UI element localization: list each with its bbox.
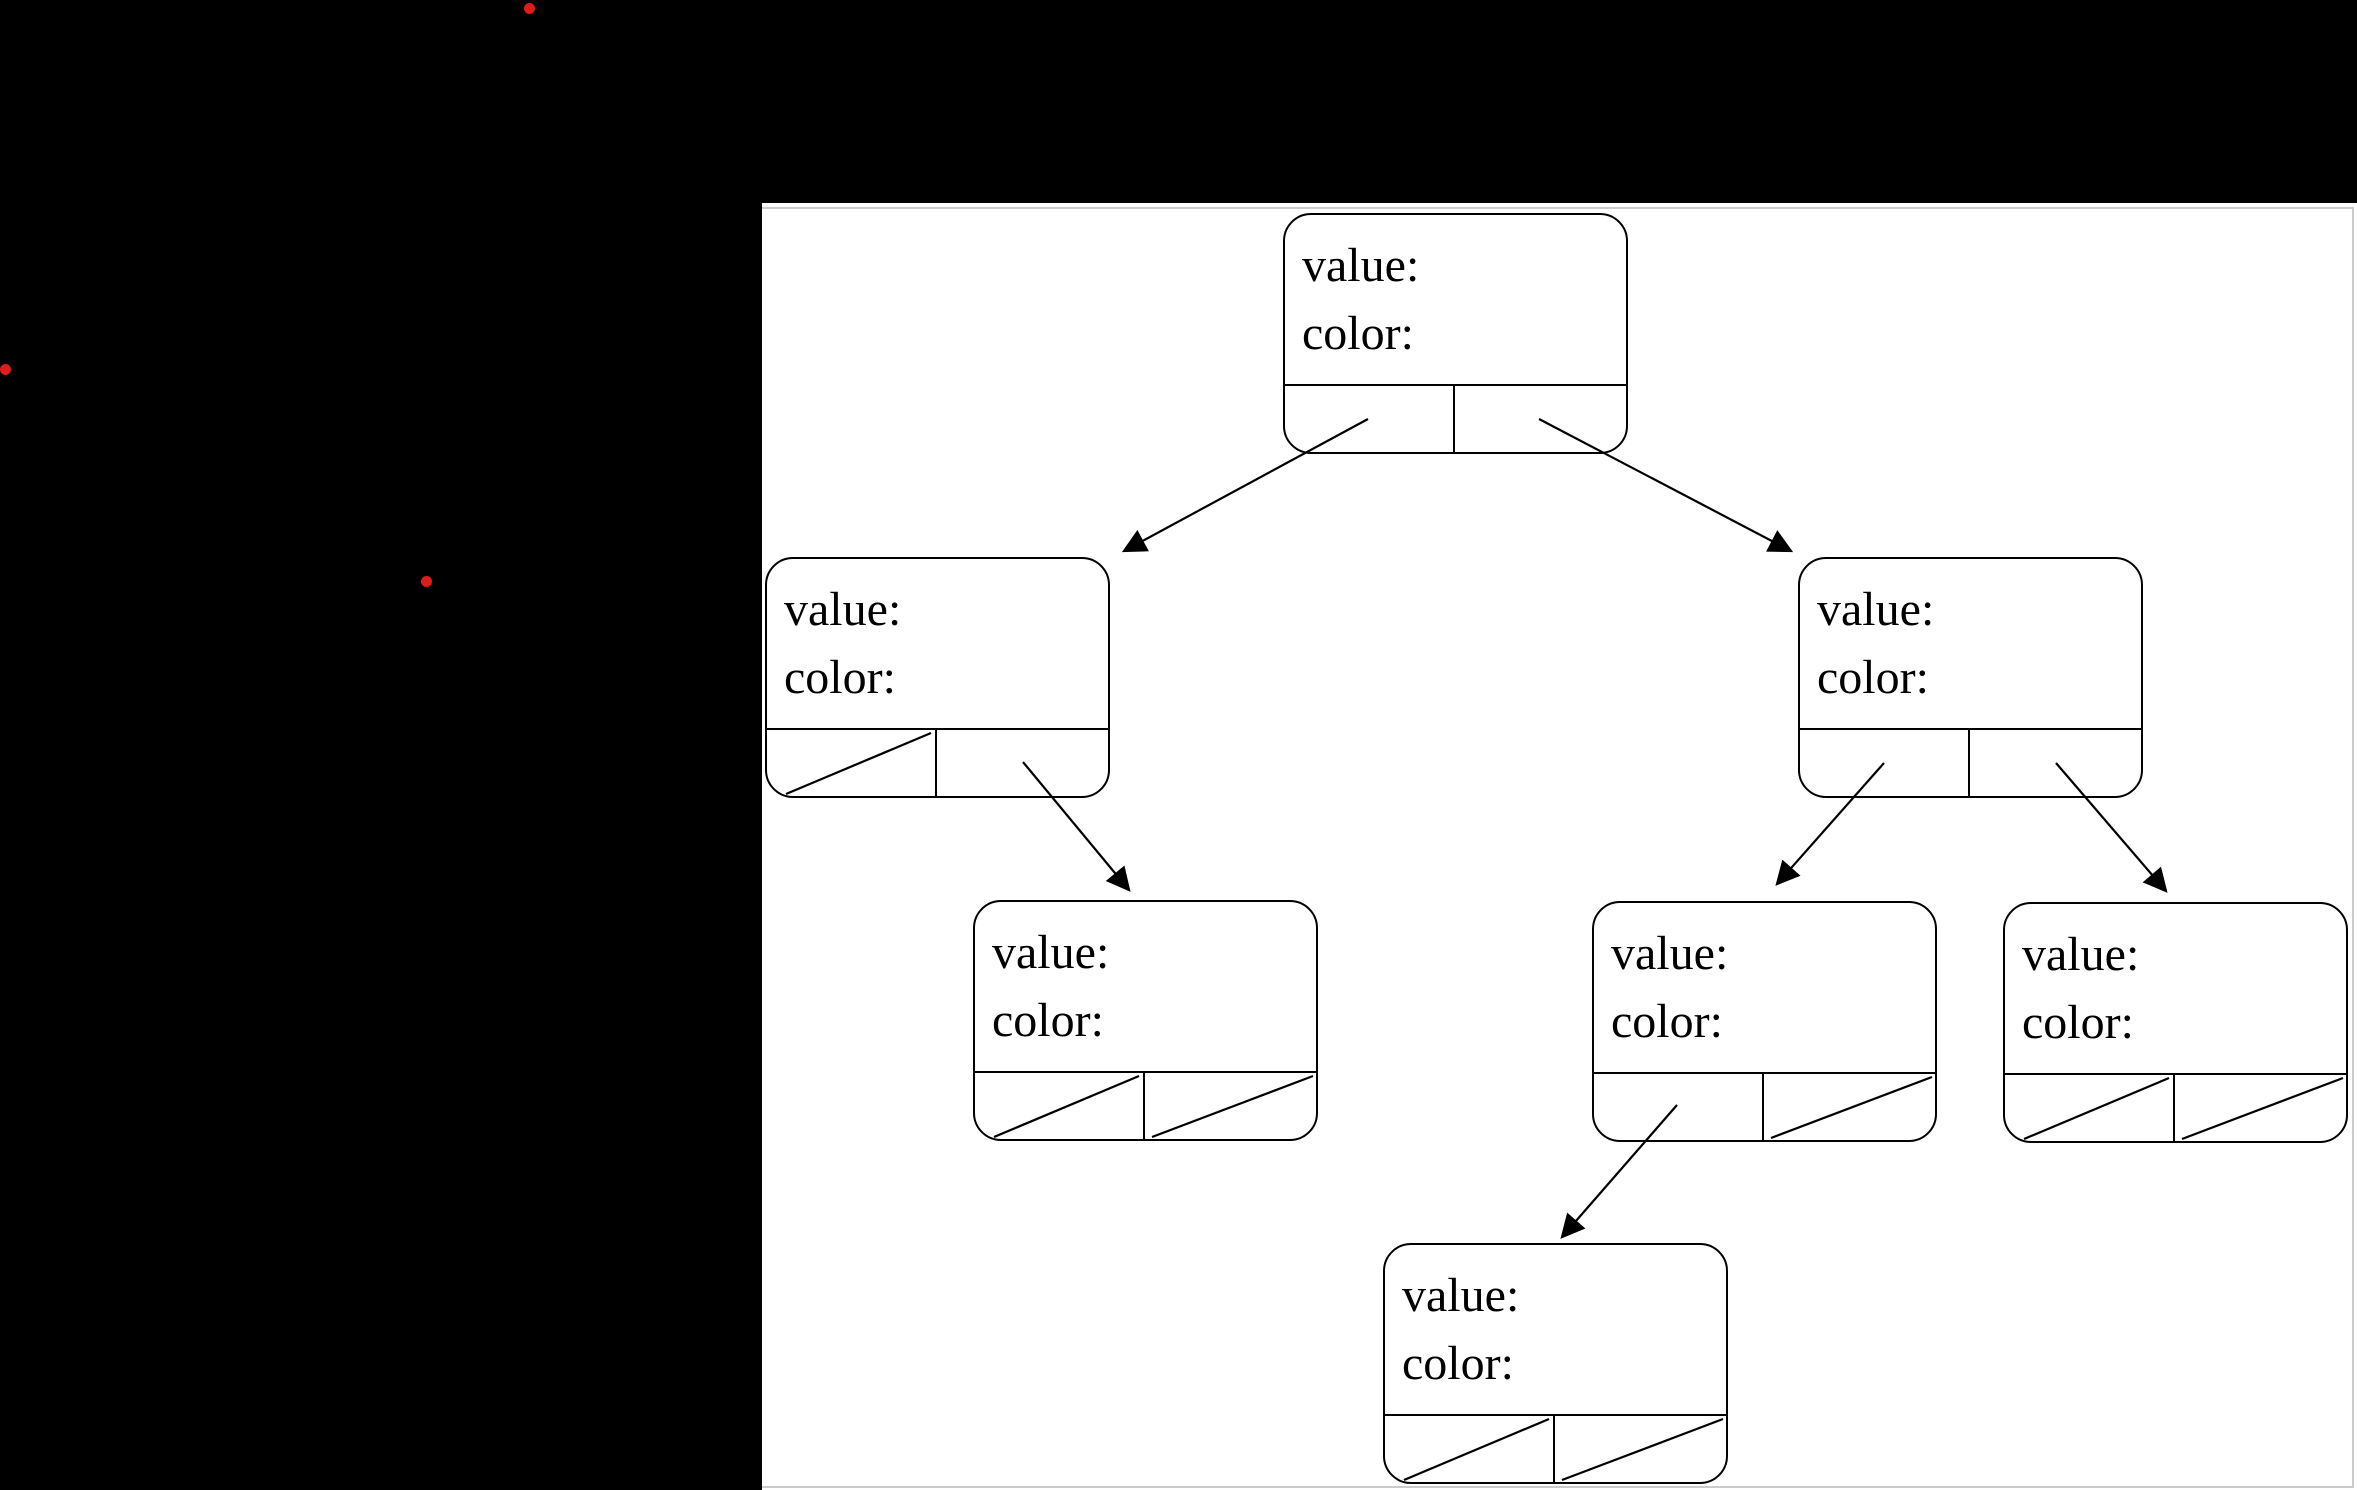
value-field-label: value: <box>1302 239 1420 292</box>
panel-border <box>762 207 2354 1488</box>
node-fields: value: color: <box>1302 232 1419 368</box>
red-marker-dot <box>0 364 11 375</box>
value-field-label: value: <box>992 926 1110 979</box>
color-field-label: color: <box>992 994 1104 1047</box>
pointer-cell-divider <box>935 728 938 796</box>
value-field-label: value: <box>784 583 902 636</box>
value-field-label: value: <box>1817 583 1935 636</box>
pointer-section-divider <box>767 728 1108 731</box>
color-field-label: color: <box>2022 996 2134 1049</box>
color-field-label: color: <box>784 651 896 704</box>
pointer-section-divider <box>1800 728 2141 731</box>
pointer-section-divider <box>1385 1414 1726 1417</box>
tree-node-right: value: color: <box>1798 557 2143 798</box>
color-field-label: color: <box>1817 651 1929 704</box>
pointer-section-divider <box>975 1071 1316 1074</box>
node-fields: value: color: <box>1817 576 1934 712</box>
tree-node-left: value: color: <box>765 557 1110 798</box>
pointer-section-divider <box>1285 384 1626 387</box>
value-field-label: value: <box>1402 1269 1520 1322</box>
tree-node-right-left: value: color: <box>1592 901 1937 1142</box>
pointer-cell-divider <box>1143 1071 1146 1139</box>
pointer-cell-divider <box>1762 1072 1765 1140</box>
value-field-label: value: <box>1611 927 1729 980</box>
pointer-cell-divider <box>2173 1073 2176 1141</box>
node-fields: value: color: <box>1402 1262 1519 1398</box>
node-fields: value: color: <box>784 576 901 712</box>
tree-node-right-left-left: value: color: <box>1383 1243 1728 1484</box>
red-marker-dot <box>524 3 535 14</box>
node-fields: value: color: <box>992 919 1109 1055</box>
tree-node-left-right: value: color: <box>973 900 1318 1141</box>
tree-node-root: value: color: <box>1283 213 1628 454</box>
node-fields: value: color: <box>2022 921 2139 1057</box>
red-marker-dot <box>421 576 432 587</box>
tree-node-right-right: value: color: <box>2003 902 2348 1143</box>
color-field-label: color: <box>1611 995 1723 1048</box>
color-field-label: color: <box>1302 307 1414 360</box>
pointer-cell-divider <box>1553 1414 1556 1482</box>
node-fields: value: color: <box>1611 920 1728 1056</box>
value-field-label: value: <box>2022 928 2140 981</box>
pointer-cell-divider <box>1968 728 1971 796</box>
pointer-cell-divider <box>1453 384 1456 452</box>
pointer-section-divider <box>2005 1073 2346 1076</box>
color-field-label: color: <box>1402 1337 1514 1390</box>
pointer-section-divider <box>1594 1072 1935 1075</box>
